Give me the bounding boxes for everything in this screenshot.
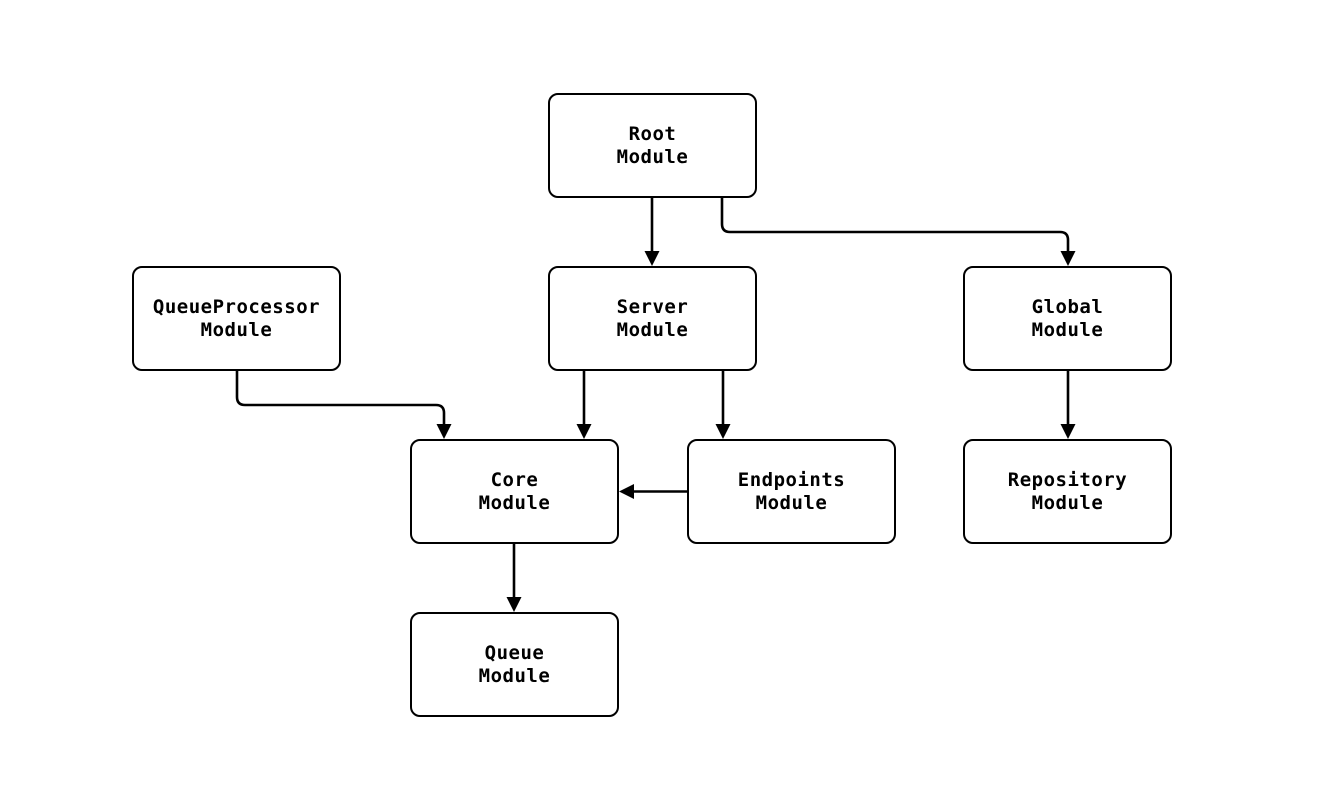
node-label: Endpoints xyxy=(737,468,846,491)
node-label: Module xyxy=(478,491,551,514)
node-endpoints-module: Endpoints Module xyxy=(687,439,896,544)
node-label: Global xyxy=(1031,295,1104,318)
node-label: QueueProcessor xyxy=(152,295,321,318)
node-global-module: Global Module xyxy=(963,266,1172,371)
edge-queueprocessor-to-core xyxy=(235,371,452,439)
node-label: Queue xyxy=(484,641,545,664)
node-repository-module: Repository Module xyxy=(963,439,1172,544)
node-queueprocessor-module: QueueProcessor Module xyxy=(132,266,341,371)
node-label: Module xyxy=(200,318,273,341)
node-queue-module: Queue Module xyxy=(410,612,619,717)
node-label: Module xyxy=(616,145,689,168)
node-label: Core xyxy=(490,468,539,491)
node-label: Root xyxy=(628,122,677,145)
node-label: Module xyxy=(1031,318,1104,341)
node-label: Module xyxy=(1031,491,1104,514)
node-server-module: Server Module xyxy=(548,266,757,371)
node-core-module: Core Module xyxy=(410,439,619,544)
node-label: Repository xyxy=(1007,468,1128,491)
node-label: Module xyxy=(755,491,828,514)
node-label: Module xyxy=(616,318,689,341)
node-label: Server xyxy=(616,295,689,318)
node-label: Module xyxy=(478,664,551,687)
node-root-module: Root Module xyxy=(548,93,757,198)
edge-root-to-global xyxy=(720,198,1076,266)
